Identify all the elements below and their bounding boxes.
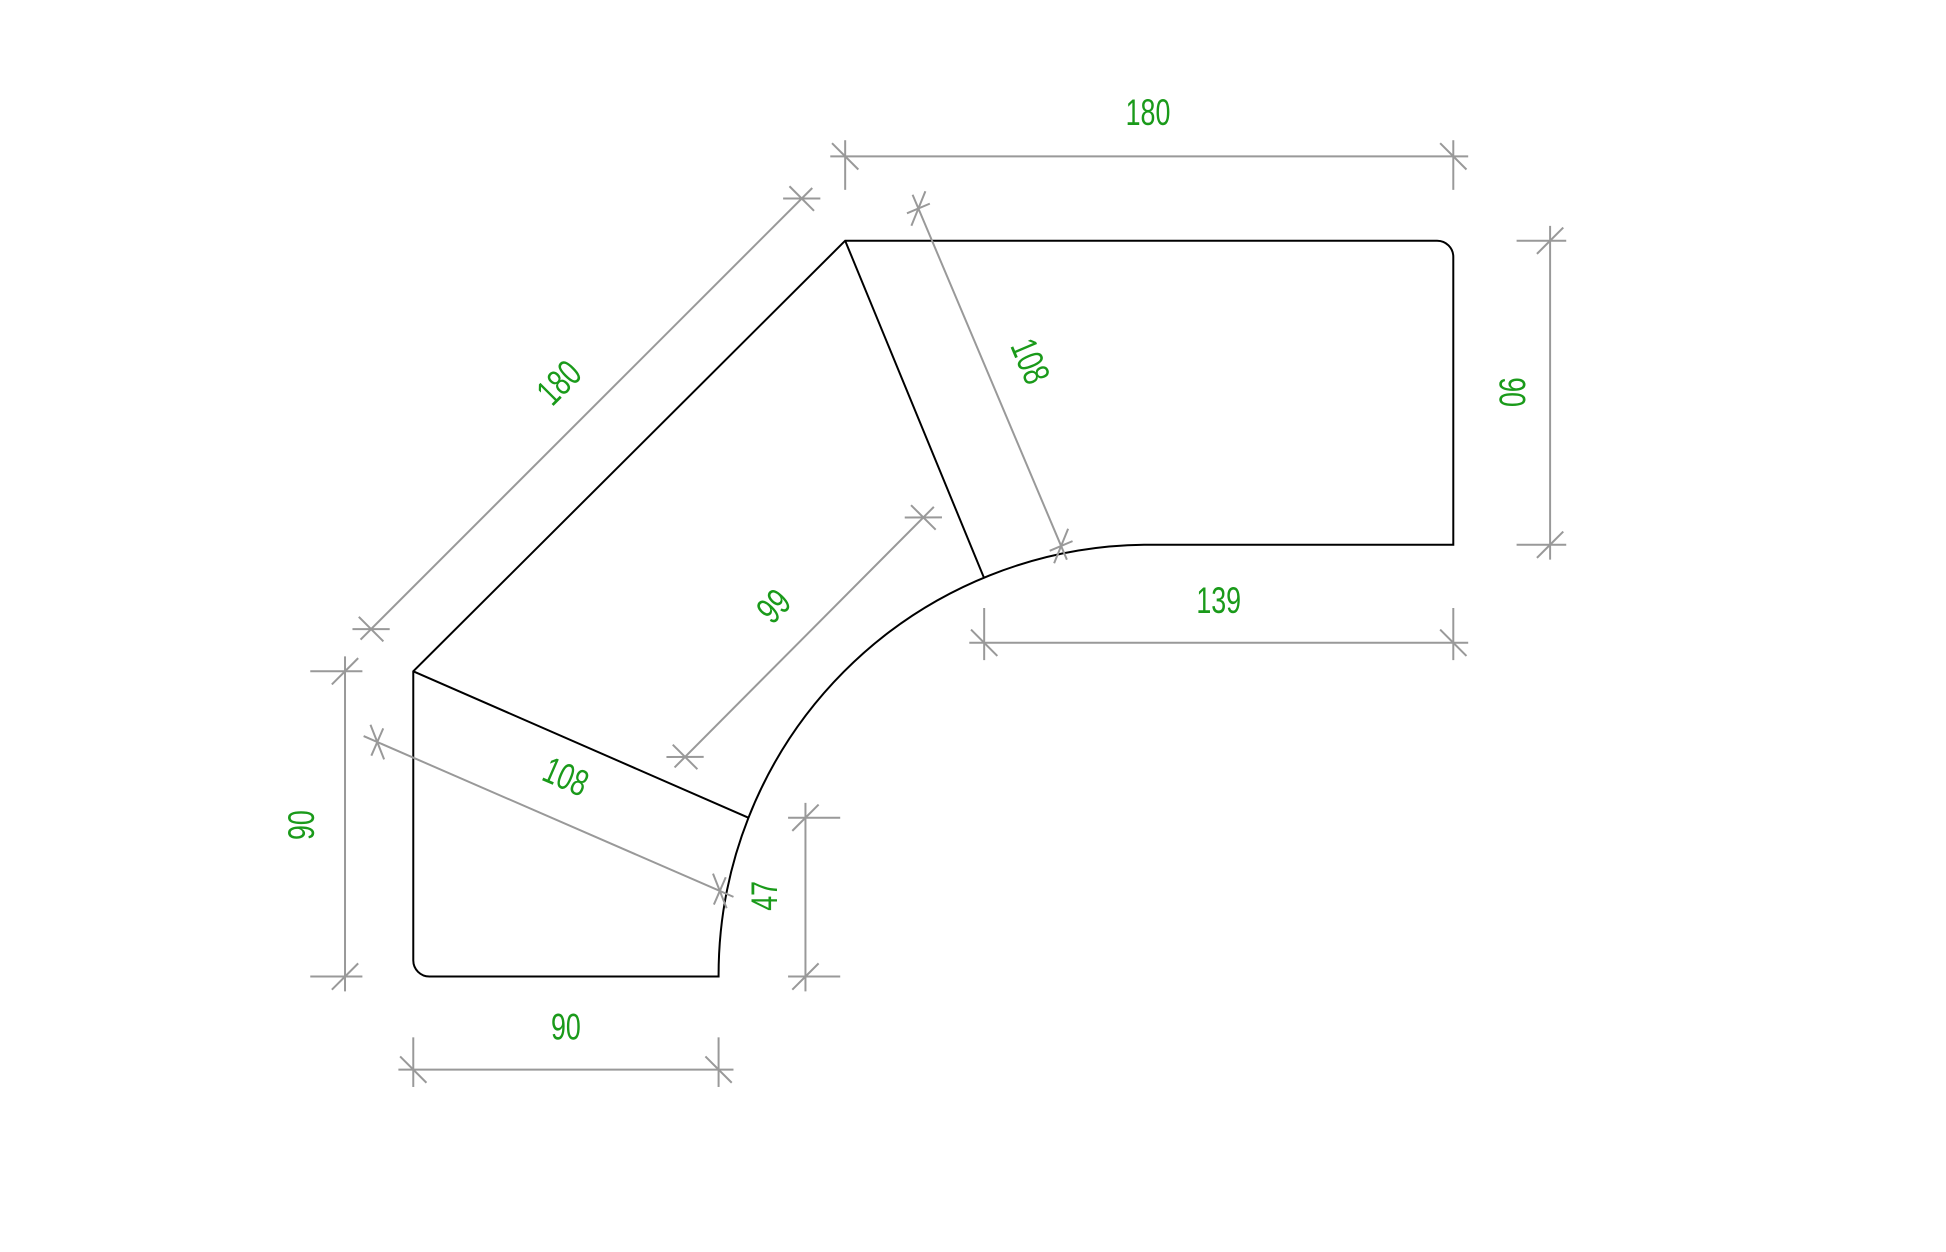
dimension-line xyxy=(673,506,935,769)
tick-mark xyxy=(831,142,860,171)
dimension-label: 108 xyxy=(1002,333,1058,390)
dimension-diagonal-length: 180 xyxy=(352,185,821,643)
dimension-right-depth: 90 xyxy=(1491,225,1567,560)
dimension-label: 180 xyxy=(529,352,590,413)
dimension-line xyxy=(911,194,1068,561)
dimension-right-inner-length: 139 xyxy=(969,580,1469,661)
dimension-bottom-width: 90 xyxy=(398,1006,734,1087)
tick-mark xyxy=(791,962,820,991)
tick-mark xyxy=(369,724,386,760)
dimension-left-depth: 90 xyxy=(281,656,363,992)
dimension-label: 139 xyxy=(1196,580,1241,621)
tick-mark xyxy=(791,803,820,832)
tick-mark xyxy=(1053,528,1070,564)
dimension-middle-depth: 99 xyxy=(666,504,942,770)
dimension-label: 180 xyxy=(1126,92,1171,133)
desk-outline xyxy=(412,239,1455,978)
tick-mark xyxy=(1536,226,1564,255)
tick-mark xyxy=(1439,142,1468,171)
tick-mark xyxy=(1439,628,1468,657)
dimension-line xyxy=(359,187,813,641)
dimension-label: 90 xyxy=(551,1006,581,1047)
tick-mark xyxy=(331,962,359,991)
tick-mark xyxy=(399,1055,428,1084)
tick-mark xyxy=(970,628,999,657)
dimension-label: 108 xyxy=(537,749,594,805)
tick-mark xyxy=(1536,530,1564,559)
dimension-label: 47 xyxy=(744,881,785,911)
upper-joint-line xyxy=(844,240,986,579)
dimension-bottom-end-height: 47 xyxy=(744,802,841,992)
tick-mark xyxy=(331,657,359,686)
dimension-label: 90 xyxy=(1491,377,1532,407)
lower-joint-line xyxy=(412,670,749,819)
dimension-lower-joint: 108 xyxy=(363,724,734,909)
dimension-label: 90 xyxy=(281,810,322,840)
dimension-top-width: 180 xyxy=(830,92,1469,190)
dimension-upper-joint: 108 xyxy=(906,190,1073,564)
dimension-line xyxy=(363,735,734,898)
tick-mark xyxy=(712,873,728,909)
tick-mark xyxy=(910,190,927,227)
dimension-label: 99 xyxy=(749,581,799,631)
tick-mark xyxy=(704,1055,733,1084)
